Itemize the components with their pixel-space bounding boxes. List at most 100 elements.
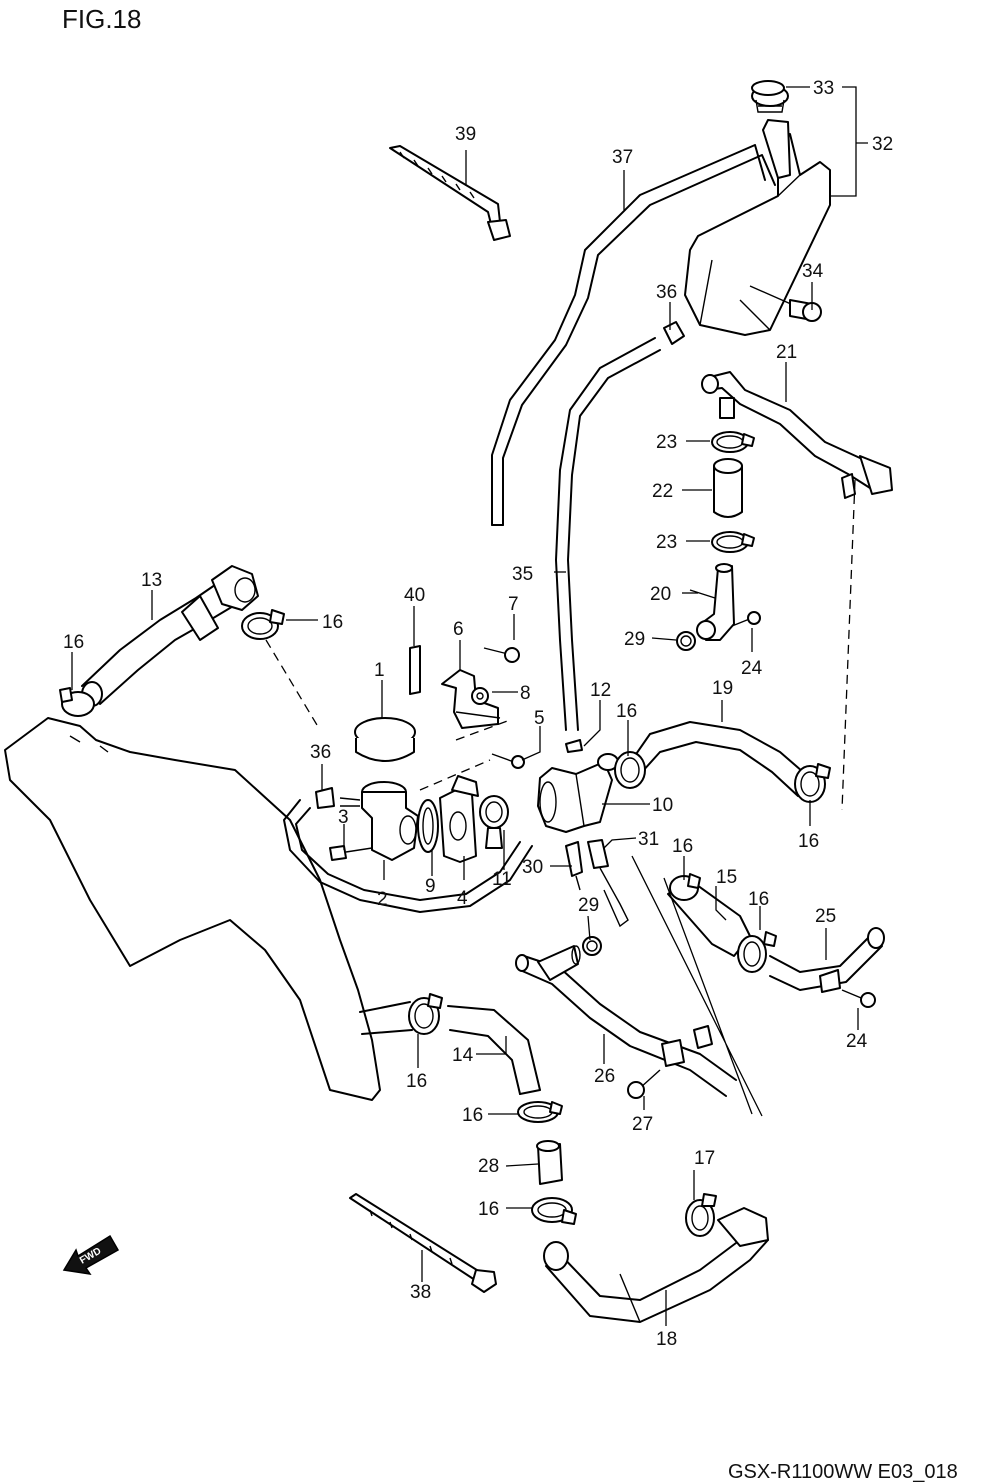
clamp-23-upper (711, 431, 755, 453)
callout-labels: 1 2 3 4 5 6 7 8 9 10 11 12 13 14 15 16 1… (63, 78, 893, 1350)
union-20 (689, 563, 735, 641)
cap-1 (354, 717, 416, 762)
gasket-9 (417, 799, 439, 853)
hose-13 (81, 565, 259, 707)
pipe-25 (769, 927, 885, 993)
bracket-6 (441, 669, 501, 729)
callout-30: 30 (522, 857, 543, 878)
callout-24-b: 24 (846, 1031, 868, 1052)
guide-line-26 (631, 855, 763, 1117)
callout-25: 25 (815, 906, 836, 927)
callout-13: 13 (141, 570, 162, 591)
overflow-hose-37 (491, 144, 776, 526)
hose-19 (631, 721, 811, 797)
callout-16-f: 16 (748, 889, 769, 910)
clamp-16-e (669, 873, 701, 901)
bolt-5 (491, 753, 525, 769)
bolt-7 (483, 647, 520, 663)
hose-22 (713, 458, 743, 518)
filler-neck-2 (339, 781, 419, 861)
callout-21: 21 (776, 342, 797, 363)
hose-14 (359, 1001, 541, 1095)
callout-6: 6 (453, 619, 464, 640)
callout-18: 18 (656, 1329, 677, 1350)
callout-29-a: 29 (624, 629, 645, 650)
callout-14: 14 (452, 1045, 474, 1066)
callout-16-g: 16 (406, 1071, 427, 1092)
tie-strap-38 (349, 1193, 497, 1293)
tie-strap-39 (389, 145, 511, 241)
callout-15: 15 (716, 867, 737, 888)
figure-title: FIG.18 (62, 4, 141, 34)
pipe-26 (515, 945, 737, 1097)
callout-11: 11 (492, 869, 512, 890)
callout-7: 7 (508, 594, 519, 615)
breather-hose-loop (283, 799, 533, 913)
callout-8: 8 (520, 683, 531, 704)
guide-line-bracket (419, 719, 511, 791)
bolt-27 (627, 1069, 661, 1099)
callout-4: 4 (457, 888, 468, 909)
o-ring-29-lower (582, 936, 602, 956)
o-ring-29-upper (676, 631, 696, 651)
callout-39: 39 (455, 124, 476, 145)
callout-16-i: 16 (478, 1199, 499, 1220)
callout-9: 9 (425, 876, 436, 897)
callout-22: 22 (652, 481, 673, 502)
bolt-24-lower (841, 989, 876, 1008)
callout-16-h: 16 (462, 1105, 483, 1126)
post-40 (409, 645, 421, 695)
callout-2: 2 (377, 889, 388, 910)
callout-32: 32 (872, 134, 893, 155)
callout-24-a: 24 (741, 658, 763, 679)
clamp-16-b (241, 609, 285, 640)
callout-16-d: 16 (798, 831, 819, 852)
callout-10: 10 (652, 795, 673, 816)
clip-36-lower (315, 787, 335, 809)
guide-line-16 (265, 639, 321, 731)
breather-hose-35 (555, 337, 661, 731)
callout-3: 3 (338, 807, 349, 828)
reservoir-tank (684, 80, 831, 336)
bolt-3 (329, 845, 373, 861)
clamp-16-i (531, 1197, 577, 1225)
callout-38: 38 (410, 1282, 431, 1303)
callout-36-a: 36 (656, 282, 677, 303)
callout-28: 28 (478, 1156, 499, 1177)
clamp-17 (685, 1193, 717, 1237)
clamp-23-lower (711, 531, 755, 553)
callout-16-b: 16 (63, 632, 84, 653)
callout-12: 12 (590, 680, 611, 701)
leader-lines (71, 86, 868, 1326)
clip-36-upper (663, 321, 685, 345)
nut-8 (471, 687, 489, 705)
thermostat-11 (479, 795, 509, 849)
bolt-12 (565, 739, 583, 753)
callout-23-a: 23 (656, 432, 677, 453)
pipe-21 (701, 371, 893, 499)
callout-33: 33 (813, 78, 834, 99)
callout-26: 26 (594, 1066, 615, 1087)
callout-31: 31 (638, 829, 659, 850)
hose-28 (536, 1140, 563, 1185)
clamp-16-a (59, 687, 95, 717)
clamp-16-f (737, 931, 777, 973)
fwd-arrow: FWD (62, 1234, 120, 1276)
callout-40: 40 (404, 585, 425, 606)
bolt-24-upper (731, 611, 761, 627)
callout-1: 1 (374, 660, 385, 681)
hose-18 (543, 1207, 769, 1323)
callout-16-c: 16 (616, 701, 637, 722)
callout-34: 34 (802, 261, 824, 282)
callout-35: 35 (512, 564, 533, 585)
callout-20: 20 (650, 584, 671, 605)
callout-23-b: 23 (656, 532, 677, 553)
bolt-34 (749, 285, 822, 322)
switch-31 (587, 839, 629, 928)
radiator (4, 717, 381, 1101)
clamp-16-d (794, 763, 831, 803)
housing-4 (439, 775, 479, 863)
clamp-16-c (614, 751, 646, 789)
callout-16-e: 16 (672, 836, 693, 857)
